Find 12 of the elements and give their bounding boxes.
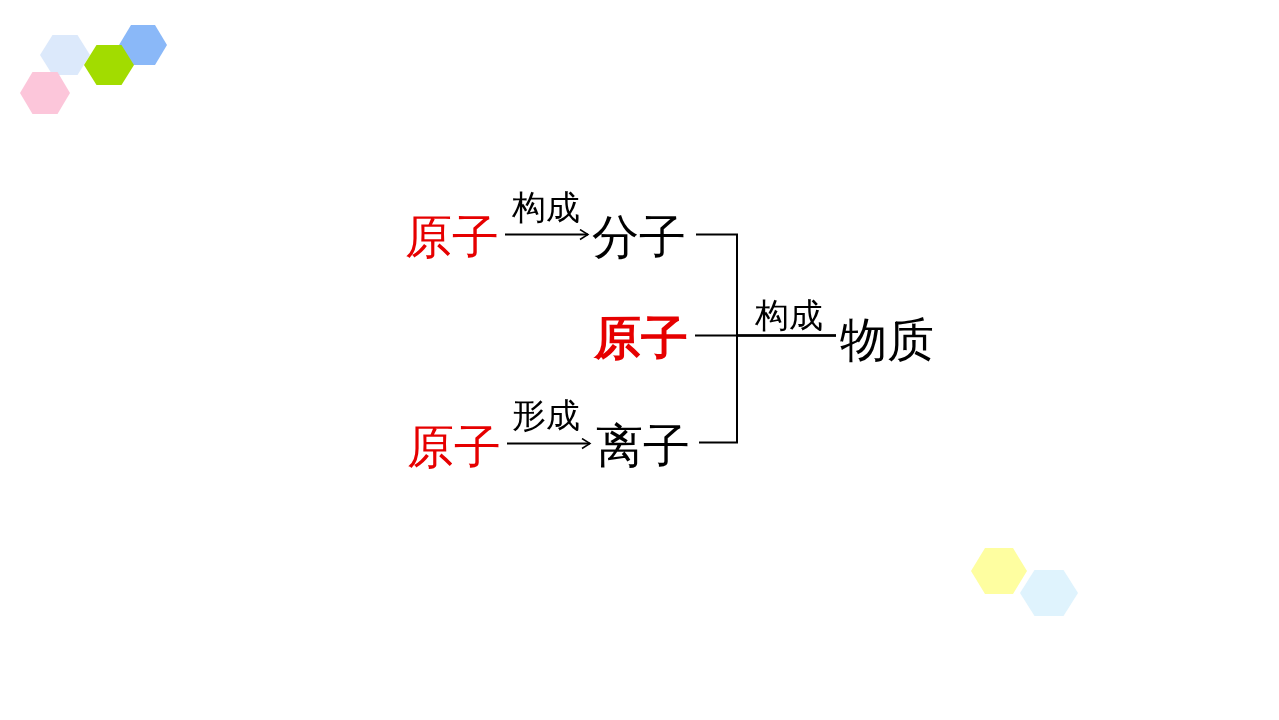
term-text: 原子 — [405, 213, 499, 260]
term-text: 分子 — [592, 213, 686, 260]
edge-label: 形成 — [512, 398, 580, 432]
edge-label: 构成 — [512, 190, 580, 224]
edge-label: 构成 — [755, 298, 823, 332]
term-text: 离子 — [596, 422, 690, 469]
term-text: 原子 — [594, 314, 688, 361]
arrow — [504, 228, 589, 241]
bracket-connector — [698, 334, 837, 444]
arrow — [506, 437, 591, 450]
term-text: 原子 — [407, 423, 501, 470]
term-text: 物质 — [840, 316, 934, 363]
